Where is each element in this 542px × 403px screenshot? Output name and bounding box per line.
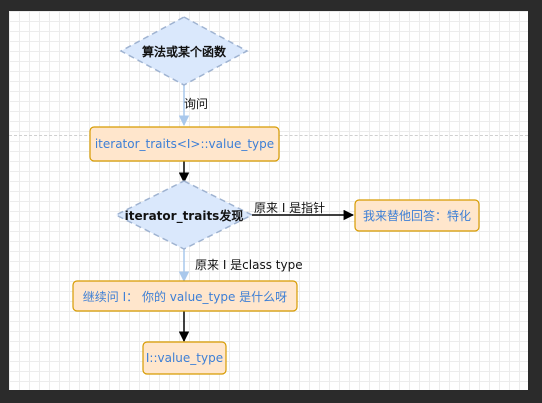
start-label: 算法或某个函数 (141, 44, 226, 59)
answer-box[interactable] (354, 199, 480, 232)
answer-label: 我来替他回答：特化 (362, 209, 471, 223)
edge-label-ask: 询问 (184, 97, 209, 111)
ask-again-box[interactable] (72, 280, 298, 312)
discover-diamond[interactable] (114, 180, 254, 250)
traits-label: iterator_traits<I>::value_type (94, 137, 275, 151)
traits-box[interactable] (89, 126, 280, 162)
ask-again-label: 继续问 I： 你的 value_type 是什么呀 (82, 289, 288, 304)
result-box[interactable] (142, 341, 227, 375)
edge-label-is-class: 原来 I 是class type (195, 258, 303, 272)
discover-label: iterator_traits发现 (124, 208, 244, 223)
diagram-shapes (72, 16, 480, 375)
result-label: I::value_type (145, 351, 224, 365)
diagram-canvas: 算法或某个函数 iterator_traits<I>::value_type i… (9, 11, 528, 390)
edge-label-is-pointer: 原来 I 是指针 (254, 201, 326, 215)
start-diamond[interactable] (119, 16, 249, 86)
